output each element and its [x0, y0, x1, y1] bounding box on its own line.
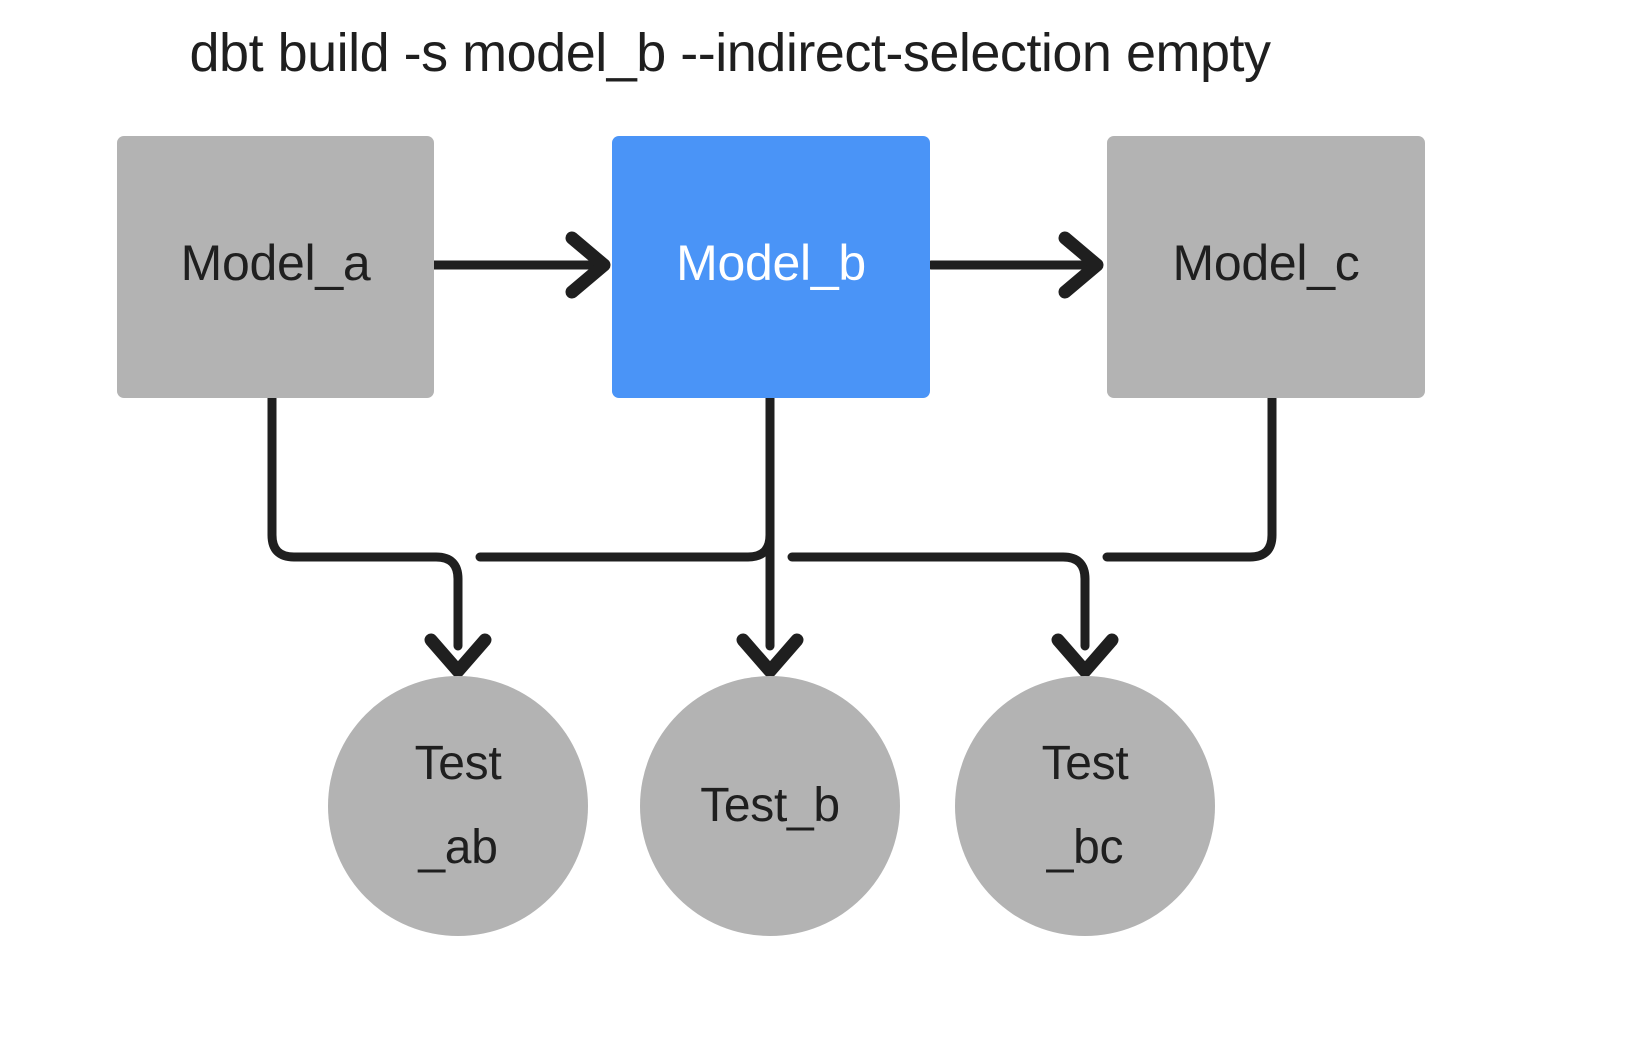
- edge-model-a-to-model-b: [429, 231, 611, 299]
- node-test-ab[interactable]: Test _ab: [328, 676, 588, 936]
- edge-model-b-to-model-c: [926, 231, 1104, 299]
- edge-model-b-to-test-ab: [475, 445, 775, 562]
- node-test-bc-label: Test _bc: [1041, 737, 1129, 874]
- edge-model-b-to-test-bc: [787, 552, 1090, 651]
- node-model-c-label: Model_c: [1172, 235, 1360, 291]
- node-test-ab-label: Test _ab: [414, 737, 502, 874]
- edge-model-c-to-test-bc: [1102, 393, 1277, 562]
- node-model-b[interactable]: Model_b: [612, 136, 930, 398]
- node-model-c[interactable]: Model_c: [1107, 136, 1425, 398]
- diagram-title: dbt build -s model_b --indirect-selectio…: [189, 23, 1272, 83]
- node-test-bc[interactable]: Test _bc: [955, 676, 1215, 936]
- node-test-b-label: Test_b: [700, 779, 840, 832]
- node-model-a-label: Model_a: [180, 235, 371, 291]
- arrowhead-test-ab: [424, 633, 492, 678]
- node-test-b[interactable]: Test_b: [640, 676, 900, 936]
- arrowhead-test-bc: [1051, 633, 1119, 678]
- edge-model-a-to-test-ab: [267, 393, 463, 651]
- node-model-a[interactable]: Model_a: [117, 136, 434, 398]
- arrowhead-test-b: [736, 633, 804, 678]
- node-model-b-label: Model_b: [676, 235, 866, 291]
